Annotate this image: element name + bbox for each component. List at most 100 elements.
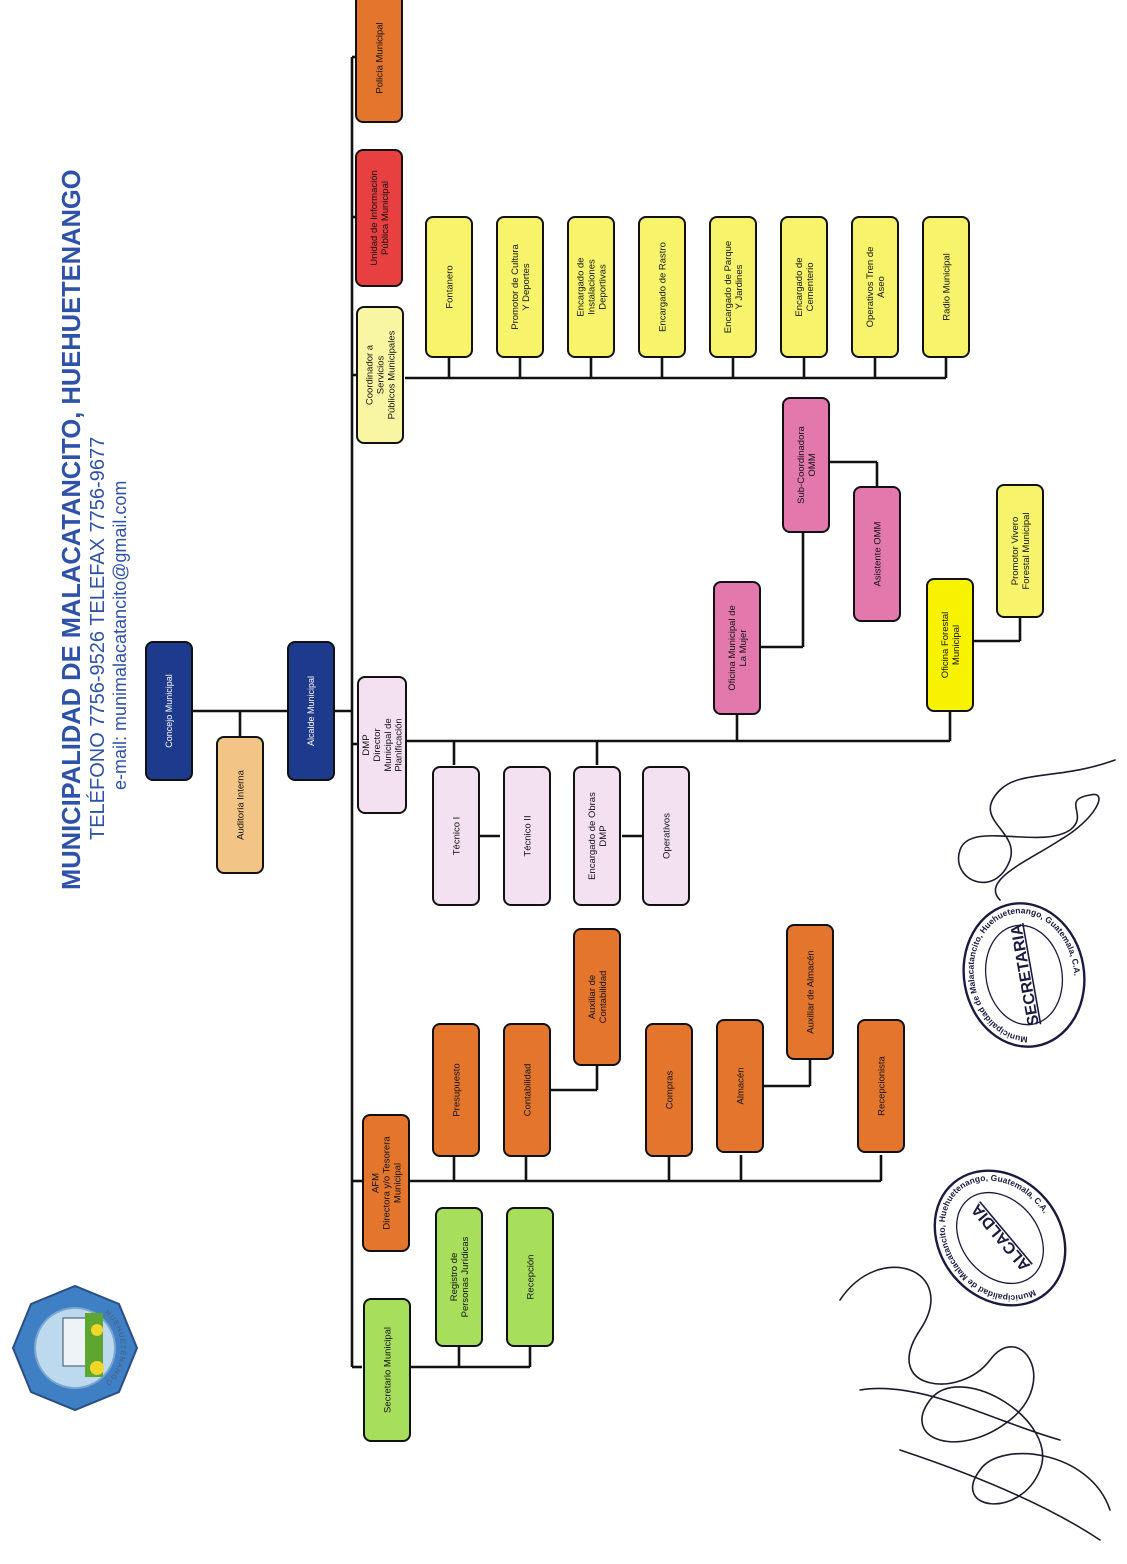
oficina-forestal-label: Municipal: [951, 625, 962, 665]
auxiliar-almacen-label: Auxiliar de Almacén: [805, 950, 816, 1033]
sub-coordinadora-omm-label: Sub-Coordinadora: [796, 425, 807, 503]
recepcion-label: Recepción: [525, 1255, 536, 1300]
recepcion-box: [506, 1207, 554, 1347]
servicio-item-label: Y Deportes: [521, 263, 532, 311]
servicio-item-label: Encargado de: [575, 257, 586, 316]
dmp-director-box: [357, 676, 407, 814]
letterhead: MUNICIPALIDAD DE MALACATANCITO, HUEHUETE…: [58, 169, 130, 890]
connector-lines: [192, 55, 1022, 1369]
presupuesto-box: [432, 1023, 480, 1157]
dmp-director-label: Municipal de: [383, 718, 394, 771]
contabilidad: Contabilidad: [503, 1023, 551, 1157]
servicio-item-box: [922, 216, 970, 358]
alcalde-municipal-box: [287, 641, 335, 781]
alcalde-municipal: Alcalde Municipal: [287, 641, 335, 781]
unidad-informacion-publica-box: [355, 149, 403, 287]
recepcion: Recepción: [506, 1207, 554, 1347]
servicio-item-box: [425, 216, 473, 358]
servicio-item-label: Instalaciones: [586, 259, 597, 315]
dmp-director-label: DMP: [361, 734, 372, 755]
auditoria-interna-label: Auditoria Interna: [235, 769, 246, 839]
asistente-omm: Asistente OMM: [853, 486, 901, 622]
presupuesto: Presupuesto: [432, 1023, 480, 1157]
dmp-item-label: Técnico II: [522, 815, 533, 856]
secretario-municipal-box: [363, 1298, 411, 1442]
secretaria-stamp: Municipalidad de Malacatancito, Huehuete…: [955, 896, 1093, 1053]
servicio-item-label: Y Jardines: [734, 264, 745, 309]
dmp-item-box: [503, 766, 551, 906]
recepcionista-label: Recepcionista: [876, 1055, 887, 1115]
seals-and-signatures: HUEHUETENANGO Municipalidad de Malacatanc…: [11, 759, 1116, 1541]
alcalde-municipal-label: Alcalde Municipal: [306, 676, 316, 746]
auxiliar-almacen: Auxiliar de Almacén: [786, 924, 834, 1060]
unidad-informacion-publica-label: Unidad de Información: [369, 170, 380, 266]
dmp-item-box: [432, 766, 480, 906]
oficina-forestal-label: Oficina Forestal: [940, 612, 951, 679]
almacen-box: [716, 1019, 764, 1153]
secretario-municipal-label: Secretario Municipal: [382, 1327, 393, 1413]
asistente-omm-label: Asistente OMM: [872, 521, 883, 586]
almacen-label: Almacén: [735, 1068, 746, 1105]
servicio-item-box: [638, 216, 686, 358]
concejo-municipal-box: [145, 641, 193, 781]
servicio-item-box: [780, 216, 828, 358]
auxiliar-contabilidad-label: Contabilidad: [598, 971, 609, 1024]
signature-1: [957, 759, 1116, 901]
registro-personas-juridicas-box: [435, 1207, 483, 1347]
policia-municipal-label: Policía Municipal: [374, 22, 385, 93]
signature-2: [839, 1266, 1111, 1541]
concejo-municipal: Concejo Municipal: [145, 641, 193, 781]
coordinador-servicios-box: [356, 306, 404, 444]
alcaldia-stamp: Municipalidad de Malacatancito, Huehuete…: [911, 1147, 1089, 1328]
servicio-item-label: Encargado de Rastro: [657, 242, 668, 332]
dmp-item: Operativos: [642, 766, 690, 906]
servicio-item-box: [709, 216, 757, 358]
dmp-item-label: Operativos: [661, 813, 672, 859]
dmp-item-label: Encargado de Obras: [587, 792, 598, 880]
policia-municipal: Policía Municipal: [355, 0, 403, 123]
dmp-item: Técnico I: [432, 766, 480, 906]
servicio-item-box: [496, 216, 544, 358]
concejo-municipal-label: Concejo Municipal: [164, 674, 174, 748]
registro-personas-juridicas-label: Personas Jurídicas: [460, 1236, 471, 1317]
afm-tesoreria-label: AFM: [370, 1173, 381, 1193]
policia-municipal-box: [355, 0, 403, 123]
municipal-seal-icon: HUEHUETENANGO: [11, 1284, 139, 1412]
afm-tesoreria-label: Directora y/o Tesorera: [381, 1136, 392, 1230]
servicio-item-label: Operativos Tren de: [865, 247, 876, 328]
afm-tesoreria-box: [362, 1114, 410, 1252]
servicio-item-label: Deportivas: [597, 264, 608, 310]
oficina-forestal-box: [926, 578, 974, 712]
asistente-omm-box: [853, 486, 901, 622]
dmp-director-label: Director: [372, 728, 383, 761]
sub-coordinadora-omm-label: OMM: [807, 453, 818, 476]
servicio-item-label: Fontanero: [444, 265, 455, 308]
servicio-item-box: [567, 216, 615, 358]
oficina-municipal-mujer-label: La Mujer: [738, 630, 749, 667]
servicio-item: Encargado de Rastro: [638, 216, 686, 358]
servicio-item-label: Aseo: [876, 276, 887, 298]
dmp-item: Técnico II: [503, 766, 551, 906]
letterhead-title: MUNICIPALIDAD DE MALACATANCITO, HUEHUETE…: [58, 169, 86, 890]
unidad-informacion-publica-label: Pública Municipal: [380, 181, 391, 255]
auxiliar-contabilidad-box: [573, 928, 621, 1066]
promotor-vivero-label: Promotor Vivero: [1010, 517, 1021, 585]
contabilidad-box: [503, 1023, 551, 1157]
secretario-municipal: Secretario Municipal: [363, 1298, 411, 1442]
auxiliar-contabilidad-label: Auxiliar de: [587, 975, 598, 1019]
auditoria-interna-box: [216, 736, 264, 874]
servicio-item-box: [851, 216, 899, 358]
